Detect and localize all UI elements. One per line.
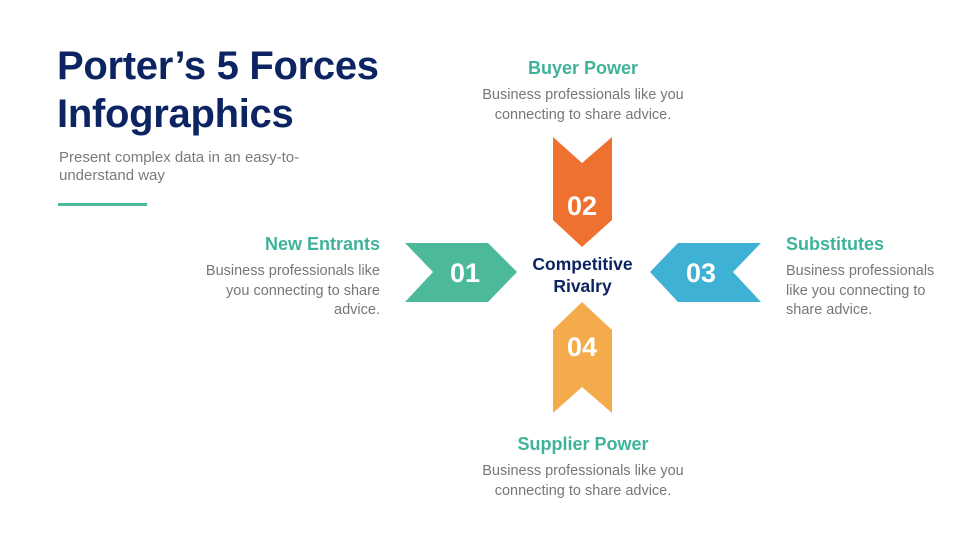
divider (58, 203, 147, 206)
force-04-arrow (553, 302, 612, 413)
force-03-number: 03 (686, 258, 716, 288)
force-03-arrow (650, 243, 761, 302)
force-04-number: 04 (567, 332, 597, 362)
subtitle: Present complex data in an easy-to-under… (59, 149, 300, 184)
force-02-number: 02 (567, 191, 597, 221)
page-title: Porter’s 5 Forces Infographics (57, 42, 379, 138)
force-02-title: Buyer Power (527, 58, 639, 78)
force-03-title: Substitutes (786, 234, 885, 254)
force-01-number: 01 (450, 258, 480, 288)
force-03-description: Business professionals like you connecti… (786, 263, 935, 318)
force-04-description: Business professionals like you connecti… (482, 463, 684, 499)
center-label: Competitive Rivalry (532, 254, 633, 296)
force-04-title: Supplier Power (517, 434, 649, 454)
title-line-1: Porter’s 5 Forces (57, 44, 379, 88)
force-01-description: Business professionals like you connecti… (205, 263, 380, 318)
force-02-description: Business professionals like you connecti… (482, 87, 684, 123)
title-line-2: Infographics (57, 92, 294, 136)
force-01-title: New Entrants (264, 234, 380, 254)
force-02-arrow (553, 137, 612, 247)
force-01-arrow (405, 243, 517, 302)
